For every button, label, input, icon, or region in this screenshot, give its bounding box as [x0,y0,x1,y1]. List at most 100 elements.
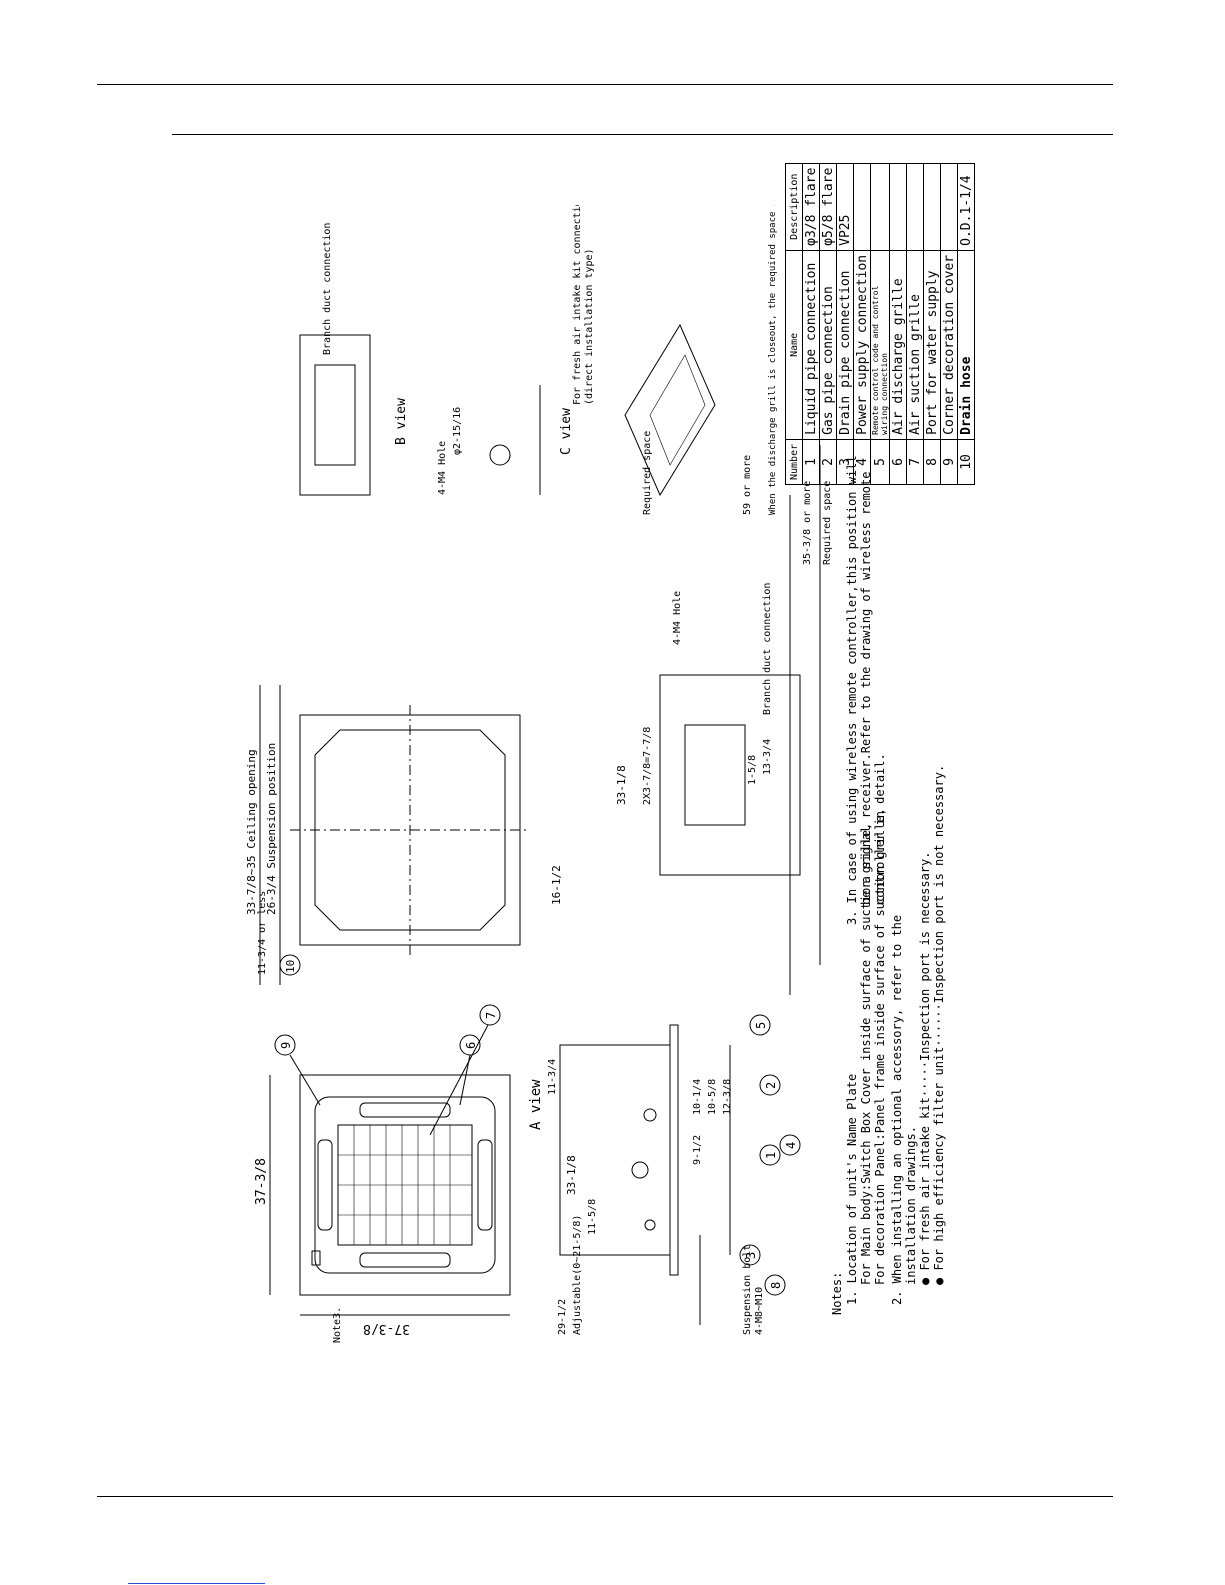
row-num: 6 [889,439,907,485]
c-view-label: C view [559,408,574,455]
row-desc: φ3/8 flare [802,163,820,251]
panel-outline [299,1074,511,1296]
row-desc [889,163,907,251]
discharge-right [359,1102,451,1118]
th-name: Name [785,250,803,440]
dim-9-1-2: 9-1/2 [692,1135,703,1165]
side-body [659,674,801,876]
row-name: Gas pipe connection [819,250,837,440]
note-3b: controller in detail. [873,753,887,905]
plan-view [259,685,530,985]
req-space-59: 59 or more [742,455,753,515]
dim-35-3-8: 35-3/8 or more [802,481,813,565]
row-name: Air suction grille [906,250,924,440]
callout-1: 1 [764,1152,778,1159]
dim-33-1-8-b: 33-1/8 [615,765,628,805]
fresh-air-label: For fresh air intake kit connection [572,205,583,405]
row-desc [870,163,890,251]
drawing-sheet: 37-3/8 37-3/8 Note3. A view 9 6 7 [230,163,990,1345]
row-num: 10 [957,439,975,485]
fresh-air-sub: (direct installation type) [584,248,595,405]
footer-rule [97,1496,1113,1497]
row-name: Power supply connection [853,250,871,440]
rotated-drawing: 37-3/8 37-3/8 Note3. A view 9 6 7 [230,163,990,1345]
front-elevation [559,1014,801,1325]
dim-26-3-4: 26-3/4 Suspension position [265,743,278,915]
panel-inner [314,1096,496,1274]
dim-10-1-4: 10-1/4 [692,1079,703,1115]
dim-11-3-4: 11-3/4 [547,1059,558,1095]
row-name: Port for water supply [923,250,941,440]
note-2a: installation drawings. [904,1126,918,1285]
asterisk-note: When the discharge grill is closeout, th… [768,205,778,515]
dim-ceiling-opening: 33-7/8~35 Ceiling opening [245,749,258,915]
footer-link-underline[interactable] [128,1583,265,1584]
dim-13-3-4: 13-3/4 [762,739,773,775]
b-view [299,334,371,496]
dim-m8m10: 4-M8~M10 [754,1287,765,1335]
row-desc: O.D.1-1/4 [957,163,975,251]
callout-3: 3 [744,1252,758,1259]
required-space-iso [624,323,716,497]
plan-octagon [314,729,506,931]
callout-2: 2 [764,1082,778,1089]
callouts-a [274,1004,501,1136]
row-name: Corner decoration cover [940,250,958,440]
callout-7: 7 [484,1012,498,1019]
note-2c: ● For high efficiency filter unit······I… [932,764,946,1285]
b-view-label: B view [394,398,409,445]
note-3: 3. In case of using wireless remote cont… [845,455,859,925]
row-num: 5 [870,439,890,485]
parts-table-header: Number Name Description [785,163,803,485]
row-name: Liquid pipe connection [802,250,820,440]
row-desc [923,163,941,251]
c-phi: φ2-15/16 [452,407,463,455]
callout-4: 4 [784,1142,798,1149]
b-branch-label: Branch duct connection [322,223,333,355]
dim-11-5-8: 11-5/8 [587,1199,598,1235]
callout-5: 5 [754,1022,768,1029]
notes-heading: Notes: [830,1271,844,1315]
dim-29-1-2: 29-1/2 [557,1299,568,1335]
row-desc: VP25 [836,163,854,251]
row-num: 9 [940,439,958,485]
required-space-label: Required space [822,481,833,565]
dim-37-3-8-v: 37-3/8 [363,1321,410,1336]
dim-2x3-7-8: 2X3-7/8=7-7/8 [642,727,653,805]
dim-adjustable: Adjustable(0~21-5/8) [572,1215,583,1335]
row-num: 1 [802,439,820,485]
row-name: Drain pipe connection [836,250,854,440]
row-name: Air discharge grille [889,250,907,440]
row-num: 3 [836,439,854,485]
dim-12-3-8: 12-3/8 [722,1079,733,1115]
row-desc [940,163,958,251]
row-num: 7 [906,439,924,485]
dim-10-5-8: 10-5/8 [707,1079,718,1115]
callout-8: 8 [769,1282,783,1289]
panel-bottom-view [269,1074,511,1316]
callout-6: 6 [464,1042,478,1049]
branch-duct-label: Branch duct connection [762,583,773,715]
dim-suspension-bolt: Suspension bolt [742,1245,753,1335]
req-space-text: Required space [642,431,653,515]
row-desc: φ5/8 flare [819,163,837,251]
dim-1-5-8: 1-5/8 [747,755,758,785]
dim-16-1-2: 16-1/2 [550,865,563,905]
note-2b: ● For fresh air intake kit·····Inspectio… [918,851,932,1285]
b-view-body [299,334,371,496]
row-desc [853,163,871,251]
note-1: 1. Location of unit's Name Plate [845,1073,859,1305]
c-view [489,385,541,495]
th-description: Description [785,163,803,251]
row-name: Remote control code and control wiring c… [870,250,890,440]
